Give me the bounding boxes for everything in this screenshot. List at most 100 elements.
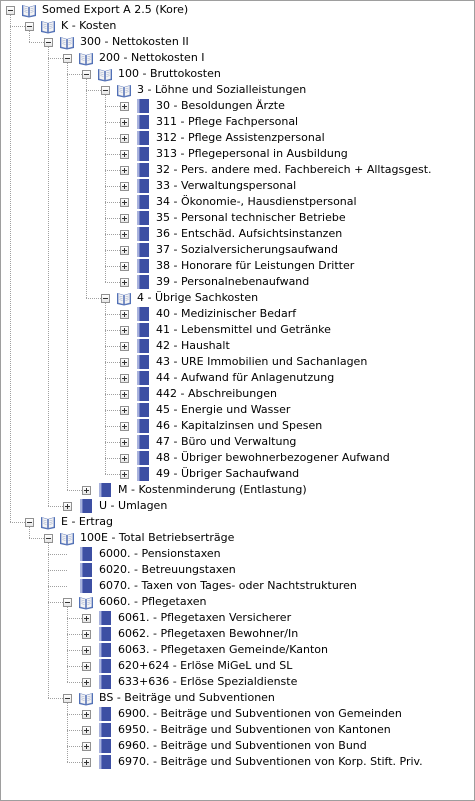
minus-box-icon[interactable]	[63, 693, 72, 703]
tree-node-47-buro-und-verwaltung[interactable]: 47 - Büro und Verwaltung	[120, 434, 298, 450]
plus-box-icon[interactable]	[82, 661, 91, 671]
plus-box-icon[interactable]	[82, 757, 91, 767]
tree-node-6900-beitrage-und-subventionen-von-gemei[interactable]: 6900. - Beiträge und Subventionen von Ge…	[82, 706, 404, 722]
tree-node-3-lohne-und-sozialleistungen[interactable]: 3 - Löhne und Sozialleistungen	[101, 82, 308, 98]
plus-box-icon[interactable]	[82, 725, 91, 735]
plus-box-icon[interactable]	[120, 133, 129, 143]
plus-box-icon[interactable]	[120, 389, 129, 399]
tree-node-33-verwaltungspersonal[interactable]: 33 - Verwaltungspersonal	[120, 178, 298, 194]
tree-node-label: 41 - Lebensmittel und Getränke	[156, 323, 331, 336]
plus-box-icon[interactable]	[120, 453, 129, 463]
plus-box-icon[interactable]	[120, 469, 129, 479]
tree-node-somed-export-a-2-5-kore[interactable]: Somed Export A 2.5 (Kore)	[6, 2, 190, 18]
plus-box-icon[interactable]	[120, 101, 129, 111]
plus-box-icon[interactable]	[120, 277, 129, 287]
tree-node-6960-beitrage-und-subventionen-von-bund[interactable]: 6960. - Beiträge und Subventionen von Bu…	[82, 738, 369, 754]
plus-box-icon[interactable]	[82, 629, 91, 639]
tree-node-m-kostenminderung-entlastung[interactable]: M - Kostenminderung (Entlastung)	[82, 482, 309, 498]
tree-node-32-pers-andere-med-fachbereich-alltagsge[interactable]: 32 - Pers. andere med. Fachbereich + All…	[120, 162, 434, 178]
tree-node-300-nettokosten-ii[interactable]: 300 - Nettokosten II	[44, 34, 191, 50]
tree-node-6000-pensionstaxen[interactable]: 6000. - Pensionstaxen	[63, 546, 223, 562]
plus-box-icon[interactable]	[120, 341, 129, 351]
tree-node-k-kosten[interactable]: K - Kosten	[25, 18, 118, 34]
plus-box-icon[interactable]	[82, 485, 91, 495]
plus-box-icon[interactable]	[82, 741, 91, 751]
tree-node-46-kapitalzinsen-und-spesen[interactable]: 46 - Kapitalzinsen und Spesen	[120, 418, 324, 434]
tree-node-620-624-erlose-migel-und-sl[interactable]: 620+624 - Erlöse MiGeL und SL	[82, 658, 294, 674]
tree-node-30-besoldungen-arzte[interactable]: 30 - Besoldungen Ärzte	[120, 98, 287, 114]
plus-box-icon[interactable]	[120, 325, 129, 335]
tree-node-label: 46 - Kapitalzinsen und Spesen	[156, 419, 323, 432]
plus-box-icon[interactable]	[120, 197, 129, 207]
tree-node-200-nettokosten-i[interactable]: 200 - Nettokosten I	[63, 50, 207, 66]
plus-box-icon[interactable]	[120, 117, 129, 127]
tree-node-311-pflege-fachpersonal[interactable]: 311 - Pflege Fachpersonal	[120, 114, 300, 130]
plus-box-icon[interactable]	[82, 645, 91, 655]
minus-box-icon[interactable]	[82, 69, 91, 79]
plus-box-icon[interactable]	[63, 501, 72, 511]
minus-box-icon[interactable]	[63, 53, 72, 63]
plus-box-icon[interactable]	[120, 437, 129, 447]
tree-node-label: 6000. - Pensionstaxen	[99, 547, 221, 560]
open-book-icon	[21, 2, 37, 18]
tree-node-e-ertrag[interactable]: E - Ertrag	[25, 514, 115, 530]
tree-node-6062-pflegetaxen-bewohner-in[interactable]: 6062. - Pflegetaxen Bewohner/In	[82, 626, 300, 642]
tree-node-4-ubrige-sachkosten[interactable]: 4 - Übrige Sachkosten	[101, 290, 260, 306]
plus-box-icon[interactable]	[82, 677, 91, 687]
minus-box-icon[interactable]	[6, 5, 15, 15]
plus-box-icon[interactable]	[120, 149, 129, 159]
tree-node-313-pflegepersonal-in-ausbildung[interactable]: 313 - Pflegepersonal in Ausbildung	[120, 146, 350, 162]
tree-node-41-lebensmittel-und-getranke[interactable]: 41 - Lebensmittel und Getränke	[120, 322, 333, 338]
tree-node-6060-pflegetaxen[interactable]: 6060. - Pflegetaxen	[63, 594, 209, 610]
tree-node-6061-pflegetaxen-versicherer[interactable]: 6061. - Pflegetaxen Versicherer	[82, 610, 293, 626]
plus-box-icon[interactable]	[120, 373, 129, 383]
tree-node-6020-betreuungstaxen[interactable]: 6020. - Betreuungstaxen	[63, 562, 238, 578]
account-icon	[97, 626, 113, 642]
tree-node-44-aufwand-fur-anlagenutzung[interactable]: 44 - Aufwand für Anlagenutzung	[120, 370, 336, 386]
plus-box-icon[interactable]	[120, 261, 129, 271]
tree-node-40-medizinischer-bedarf[interactable]: 40 - Medizinischer Bedarf	[120, 306, 298, 322]
minus-box-icon[interactable]	[63, 597, 72, 607]
tree-node-100e-total-betriebsertrage[interactable]: 100E - Total Betriebserträge	[44, 530, 236, 546]
plus-box-icon[interactable]	[120, 229, 129, 239]
tree-node-633-636-erlose-spezialdienste[interactable]: 633+636 - Erlöse Spezialdienste	[82, 674, 299, 690]
tree-node-6970-beitrage-und-subventionen-von-korp-[interactable]: 6970. - Beiträge und Subventionen von Ko…	[82, 754, 425, 770]
tree-node-38-honorare-fur-leistungen-dritter[interactable]: 38 - Honorare für Leistungen Dritter	[120, 258, 356, 274]
minus-box-icon[interactable]	[101, 85, 110, 95]
plus-box-icon[interactable]	[120, 245, 129, 255]
plus-box-icon[interactable]	[120, 165, 129, 175]
tree-node-49-ubriger-sachaufwand[interactable]: 49 - Übriger Sachaufwand	[120, 466, 301, 482]
plus-box-icon[interactable]	[120, 213, 129, 223]
tree-node-442-abschreibungen[interactable]: 442 - Abschreibungen	[120, 386, 279, 402]
tree-node-312-pflege-assistenzpersonal[interactable]: 312 - Pflege Assistenzpersonal	[120, 130, 327, 146]
minus-box-icon[interactable]	[25, 21, 34, 31]
plus-box-icon[interactable]	[120, 309, 129, 319]
tree-node-36-entschad-aufsichtsinstanzen[interactable]: 36 - Entschäd. Aufsichtsinstanzen	[120, 226, 344, 242]
tree-node-43-ure-immobilien-und-sachanlagen[interactable]: 43 - URE Immobilien und Sachanlagen	[120, 354, 369, 370]
minus-box-icon[interactable]	[44, 533, 53, 543]
tree-node-6950-beitrage-und-subventionen-von-kanto[interactable]: 6950. - Beiträge und Subventionen von Ka…	[82, 722, 393, 738]
tree-node-37-sozialversicherungsaufwand[interactable]: 37 - Sozialversicherungsaufwand	[120, 242, 340, 258]
plus-box-icon[interactable]	[120, 181, 129, 191]
tree-node-42-haushalt[interactable]: 42 - Haushalt	[120, 338, 232, 354]
minus-box-icon[interactable]	[101, 293, 110, 303]
tree-node-6063-pflegetaxen-gemeinde-kanton[interactable]: 6063. - Pflegetaxen Gemeinde/Kanton	[82, 642, 330, 658]
minus-box-icon[interactable]	[25, 517, 34, 527]
tree-node-bs-beitrage-und-subventionen[interactable]: BS - Beiträge und Subventionen	[63, 690, 277, 706]
plus-box-icon[interactable]	[120, 421, 129, 431]
tree-node-u-umlagen[interactable]: U - Umlagen	[63, 498, 169, 514]
tree-connector-v	[48, 46, 49, 506]
plus-box-icon[interactable]	[120, 357, 129, 367]
tree-node-34-okonomie-hausdienstpersonal[interactable]: 34 - Ökonomie-, Hausdienstpersonal	[120, 194, 359, 210]
tree-node-48-ubriger-bewohnerbezogener-aufwand[interactable]: 48 - Übriger bewohnerbezogener Aufwand	[120, 450, 392, 466]
tree-node-100-bruttokosten[interactable]: 100 - Bruttokosten	[82, 66, 223, 82]
plus-box-icon[interactable]	[82, 613, 91, 623]
tree-node-6070-taxen-von-tages-oder-nachtstrukture[interactable]: 6070. - Taxen von Tages- oder Nachtstruk…	[63, 578, 359, 594]
plus-box-icon[interactable]	[120, 405, 129, 415]
minus-box-icon[interactable]	[44, 37, 53, 47]
tree-node-45-energie-und-wasser[interactable]: 45 - Energie und Wasser	[120, 402, 292, 418]
tree-node-35-personal-technischer-betriebe[interactable]: 35 - Personal technischer Betriebe	[120, 210, 348, 226]
tree-node-39-personalnebenaufwand[interactable]: 39 - Personalnebenaufwand	[120, 274, 311, 290]
plus-box-icon[interactable]	[82, 709, 91, 719]
